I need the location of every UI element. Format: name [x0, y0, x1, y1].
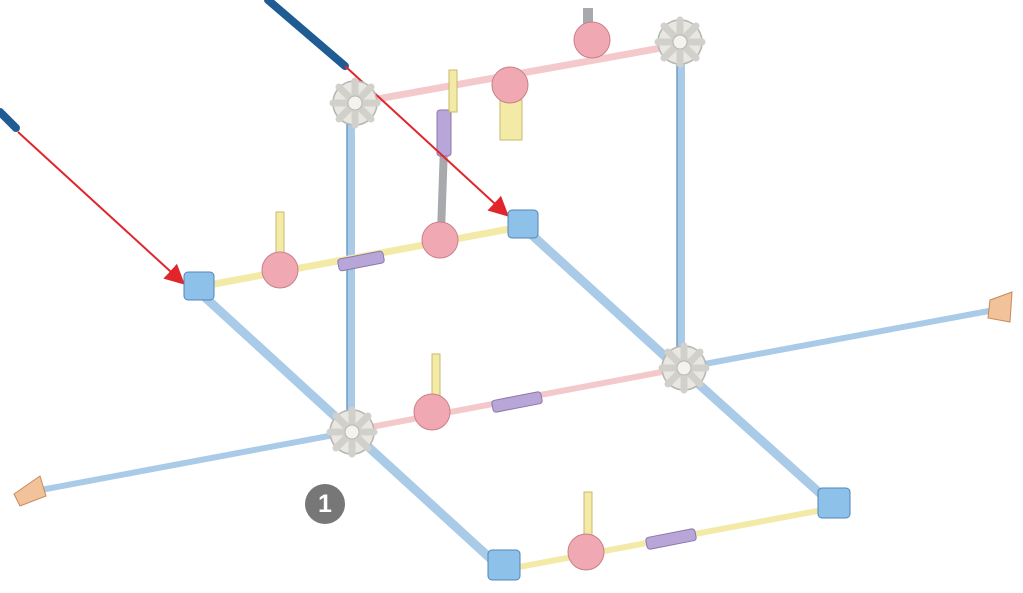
blue-connector-2 — [507, 209, 539, 239]
purple-connector-2 — [491, 391, 543, 413]
pink-connector-1 — [261, 251, 299, 289]
blue-connector-3 — [487, 549, 521, 581]
purple-connector-3 — [645, 528, 697, 550]
pink-connector-2 — [421, 221, 459, 259]
white-hub-lower-left — [330, 410, 374, 454]
purple-connector — [436, 109, 452, 157]
blue-connector-1 — [183, 271, 215, 301]
blue-connector-4 — [817, 487, 851, 519]
purple-connector-1 — [337, 250, 385, 272]
lightblue-rod-front-right — [679, 366, 837, 509]
lightblue-rod-right-out — [682, 305, 1006, 371]
yellow-stub-2 — [431, 353, 441, 401]
lightblue-rod-mid-right — [518, 222, 684, 374]
pink-connector-6 — [573, 21, 611, 59]
lightblue-rod-left-out — [29, 429, 351, 495]
white-hub-top-right — [658, 20, 702, 64]
pink-connector-3 — [413, 393, 451, 431]
yellow-stub-4 — [448, 69, 458, 113]
dark-blue-rod-top — [264, 0, 349, 70]
pink-connector-5 — [491, 66, 529, 104]
lightblue-rod-front-left — [348, 428, 507, 574]
orange-end-clip-right — [987, 291, 1013, 323]
white-hub-top-left — [333, 81, 377, 125]
yellow-hanger — [499, 99, 523, 141]
white-hub-lower-right — [662, 346, 706, 390]
pink-connector-4 — [567, 533, 605, 571]
lightblue-rod-mid-left — [193, 286, 354, 434]
assembly-arrow-left — [17, 131, 185, 285]
dark-blue-rod-left — [0, 108, 20, 132]
step-number-badge: 1 — [305, 484, 345, 524]
orange-end-clip-left — [13, 475, 47, 507]
